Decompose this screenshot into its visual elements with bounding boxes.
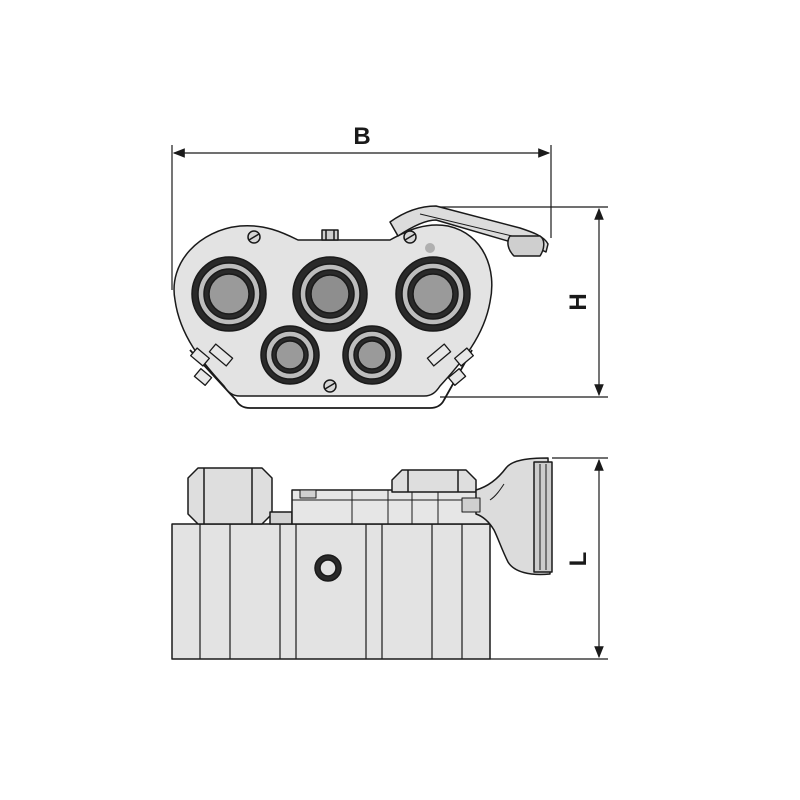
side-lever bbox=[475, 457, 551, 576]
hex-nut-right bbox=[391, 469, 477, 493]
hex-nut-left bbox=[187, 467, 293, 525]
side-port-hole bbox=[314, 554, 342, 582]
screw-top-left bbox=[247, 230, 261, 244]
lever-handle bbox=[507, 235, 545, 257]
indicator-dot bbox=[425, 243, 435, 253]
port-small-left bbox=[260, 325, 320, 385]
port-large-left bbox=[191, 256, 267, 332]
lever-logo-mark bbox=[461, 497, 481, 513]
top-nipple bbox=[321, 229, 339, 241]
dimension-l bbox=[490, 457, 608, 660]
port-large-right bbox=[395, 256, 471, 332]
side-body bbox=[171, 523, 491, 660]
dimension-b bbox=[171, 145, 552, 290]
dimension-h bbox=[430, 206, 608, 398]
clamp-right bbox=[426, 343, 474, 386]
side-view bbox=[171, 457, 553, 660]
front-view bbox=[173, 205, 549, 409]
base-rail bbox=[189, 349, 473, 409]
top-plate bbox=[291, 489, 493, 525]
dimension-l-label: L bbox=[565, 552, 592, 567]
port-small-right bbox=[342, 325, 402, 385]
clamp-left bbox=[190, 343, 234, 386]
port-large-center bbox=[292, 256, 368, 332]
dimension-h-label: H bbox=[565, 293, 592, 310]
side-lever-grip bbox=[533, 461, 553, 573]
screw-top-right bbox=[403, 230, 417, 244]
screw-bottom bbox=[323, 379, 337, 393]
dimension-b-label: B bbox=[353, 123, 370, 150]
